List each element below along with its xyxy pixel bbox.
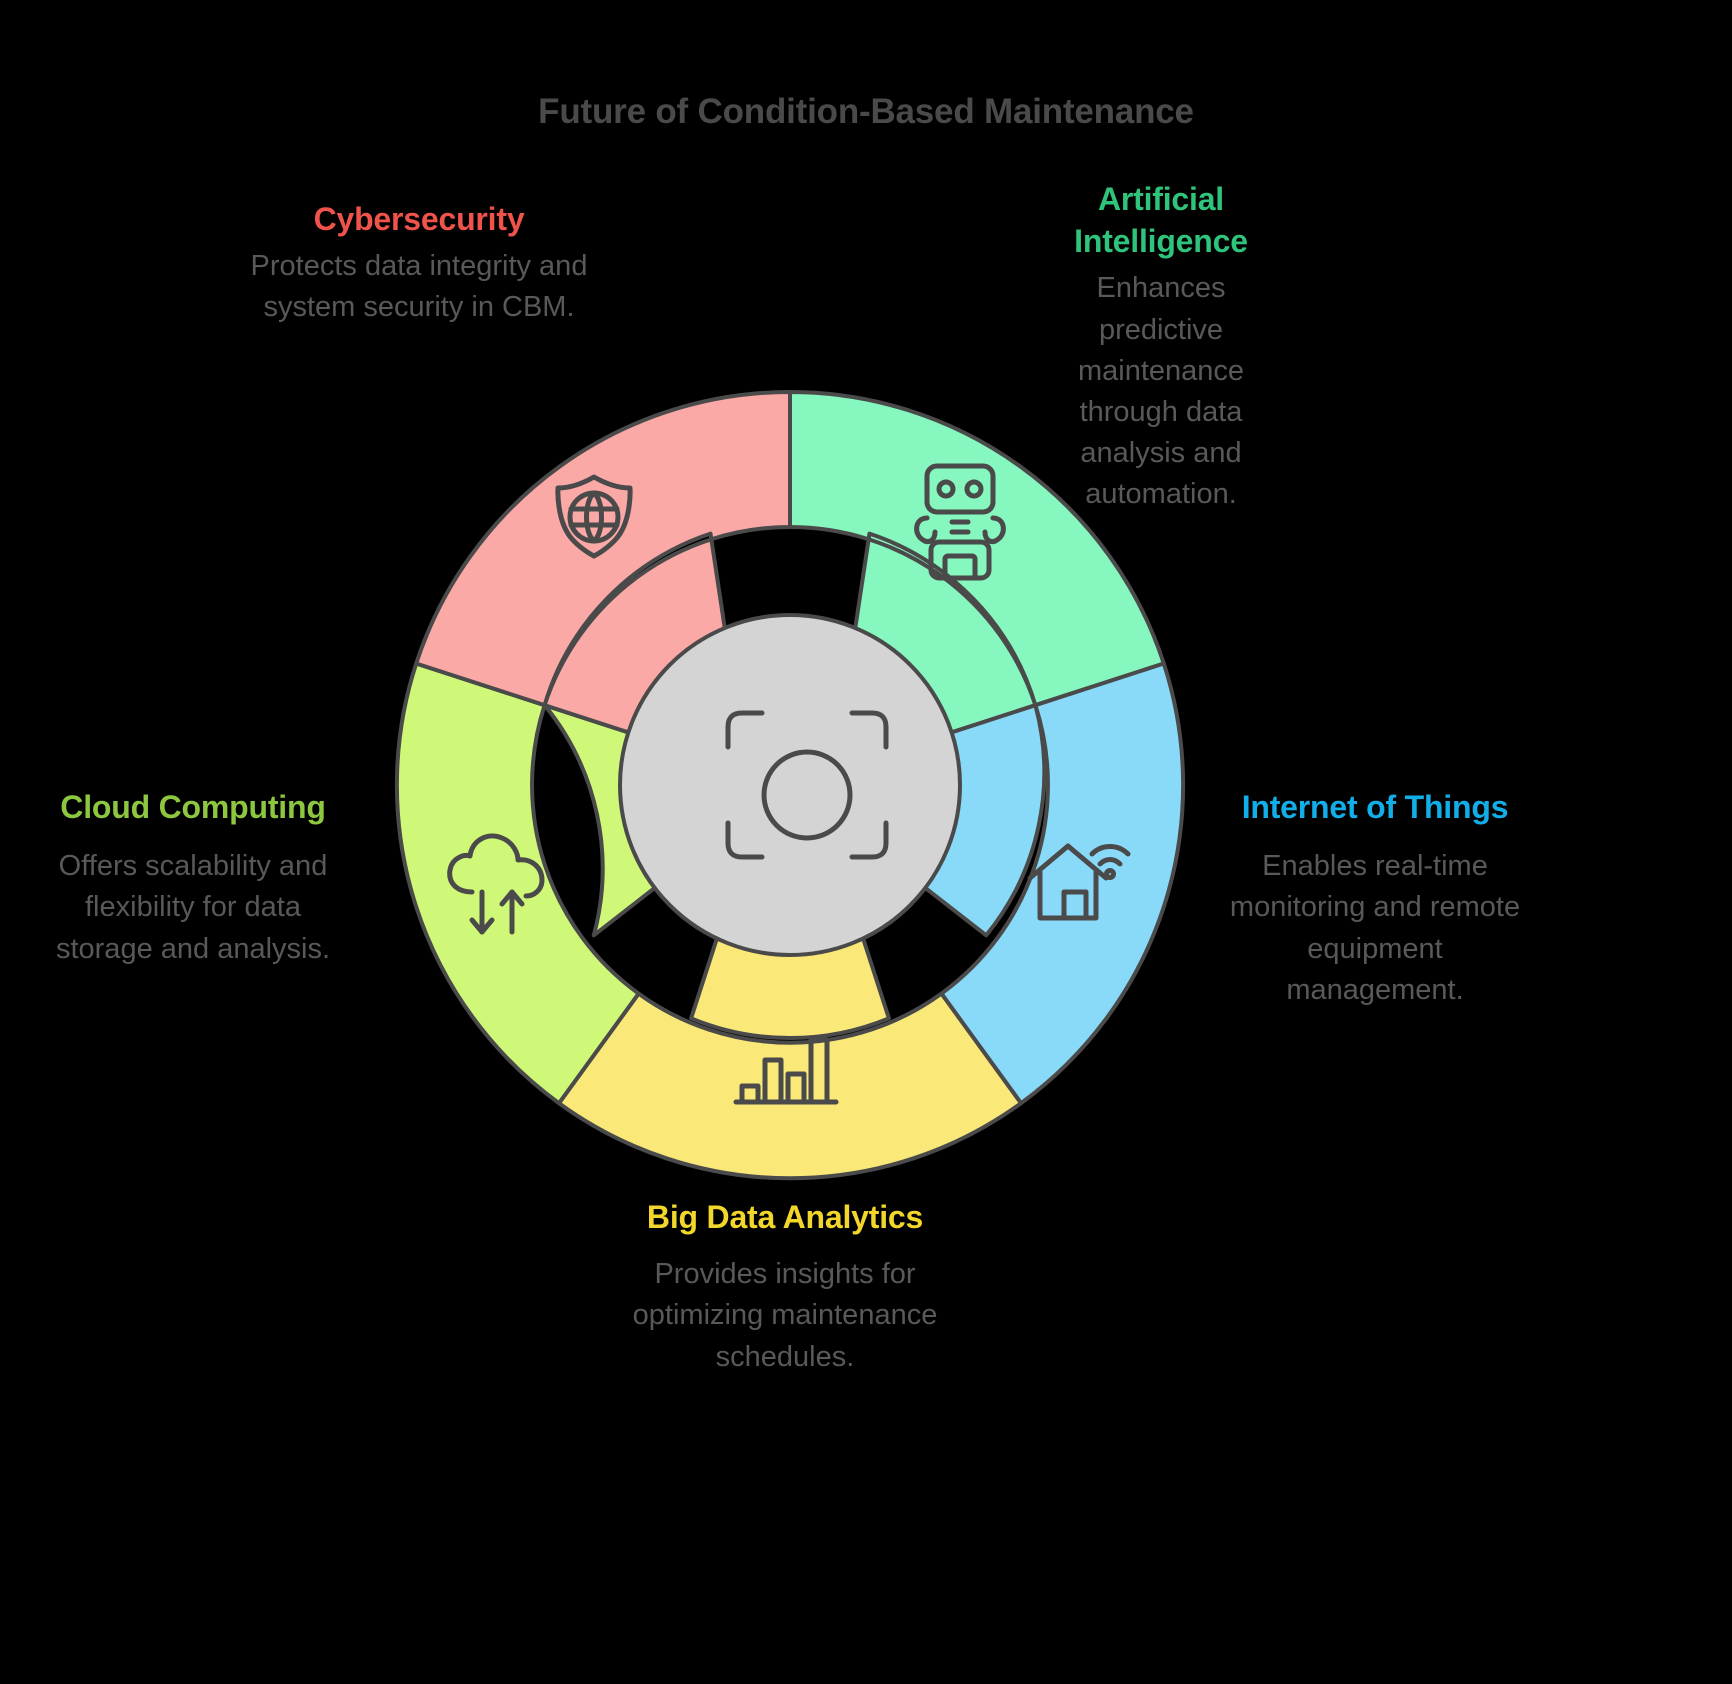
label-block-artificial-intelligence: Artificial Intelligence Enhances predict… (1046, 178, 1276, 516)
label-title-internet-of-things: Internet of Things (1241, 789, 1509, 825)
label-title-cybersecurity: Cybersecurity (313, 201, 525, 237)
label-title-line1: Artificial (1097, 181, 1225, 217)
label-block-internet-of-things: Internet of Things Enables real-time mon… (1216, 786, 1534, 1011)
shield-globe-icon (555, 474, 633, 559)
label-desc-artificial-intelligence: Enhances predictive maintenance through … (1077, 272, 1245, 511)
label-desc-big-data-analytics: Provides insights for optimizing mainten… (632, 1258, 938, 1373)
robot-icon (914, 463, 1006, 581)
donut-wheel (380, 375, 1200, 1195)
label-title-big-data-analytics: Big Data Analytics (646, 1199, 924, 1235)
smart-home-wifi-icon (1027, 843, 1131, 921)
label-desc-cybersecurity: Protects data integrity and system secur… (250, 250, 588, 324)
label-desc-internet-of-things: Enables real-time monitoring and remote … (1229, 850, 1521, 1006)
label-block-big-data-analytics: Big Data Analytics Provides insights for… (600, 1196, 970, 1378)
cloud-sync-icon (447, 833, 545, 935)
center-hub[interactable] (618, 613, 962, 957)
label-title-artificial-intelligence: Artificial Intelligence (1046, 178, 1276, 262)
label-block-cybersecurity: Cybersecurity Protects data integrity an… (248, 198, 590, 329)
label-block-cloud-computing: Cloud Computing Offers scalability and f… (34, 786, 352, 970)
label-title-cloud-computing: Cloud Computing (60, 789, 326, 825)
focus-scan-icon (725, 710, 889, 860)
label-title-line2: Intelligence (1074, 223, 1248, 260)
bar-chart-icon (733, 1037, 839, 1105)
page-title: Future of Condition-Based Maintenance (538, 92, 1194, 131)
label-desc-cloud-computing: Offers scalability and flexibility for d… (55, 850, 331, 965)
